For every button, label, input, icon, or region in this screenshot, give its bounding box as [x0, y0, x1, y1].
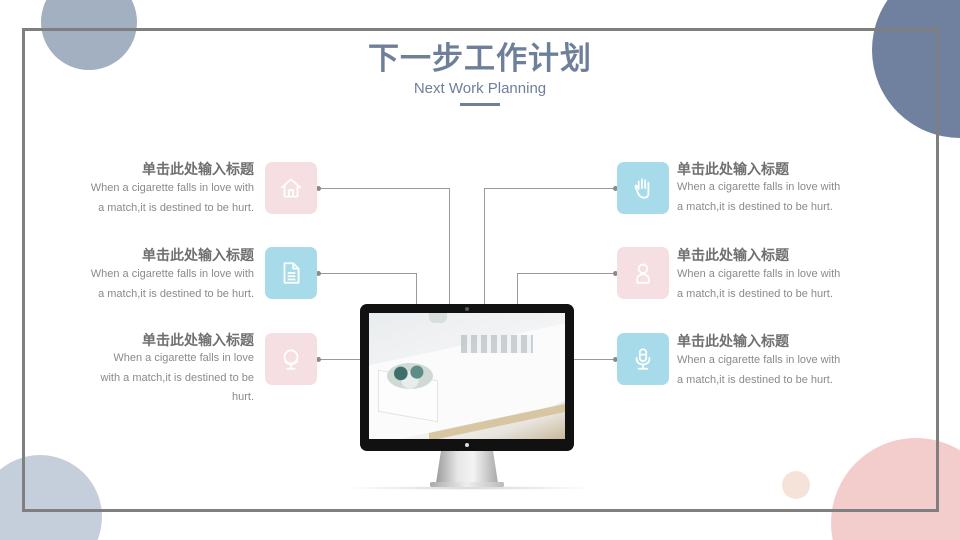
camera-dot: [465, 307, 469, 311]
desc-line: When a cigarette falls in love with: [677, 268, 841, 280]
connector-left-2: [318, 273, 417, 274]
desc-line: a match,it is destined to be hurt.: [98, 287, 254, 300]
item-title[interactable]: 单击此处输入标题: [677, 162, 789, 178]
item-title[interactable]: 单击此处输入标题: [677, 248, 789, 264]
monitor: [360, 304, 574, 451]
photo-flowers: [387, 363, 433, 389]
desc-line: with a match,it is destined to be: [100, 371, 254, 384]
item-title[interactable]: 单击此处输入标题: [142, 248, 254, 264]
connector-left-1: [318, 188, 450, 189]
globe-icon-box: [265, 333, 317, 385]
desc-line: a match,it is destined to be hurt.: [677, 373, 833, 386]
connector-right-2: [517, 273, 616, 274]
connector-dot: [316, 186, 321, 191]
photo-cards: [461, 335, 533, 353]
connector-left-2-vertical: [416, 273, 417, 304]
connector-right-1-vertical: [484, 188, 485, 304]
hand-icon-box: [617, 162, 669, 214]
item-description[interactable]: When a cigarette falls in love with a ma…: [91, 179, 254, 218]
connector-dot: [613, 357, 618, 362]
microphone-icon: [635, 348, 651, 370]
page-subtitle: Next Work Planning: [413, 80, 547, 97]
page-title: 下一步工作计划: [368, 41, 592, 77]
desc-line: When a cigarette falls in love: [113, 352, 254, 364]
item-description[interactable]: When a cigarette falls in love with a ma…: [677, 351, 840, 390]
connector-dot: [316, 357, 321, 362]
connector-right-2-vertical: [517, 273, 518, 304]
connector-dot: [316, 271, 321, 276]
desc-line: When a cigarette falls in love with: [90, 268, 254, 280]
item-description[interactable]: When a cigarette falls in love with a ma…: [677, 178, 840, 217]
user-icon-box: [617, 247, 669, 299]
connector-right-1: [484, 188, 616, 189]
desc-line: a match,it is destined to be hurt.: [98, 201, 254, 214]
item-title[interactable]: 单击此处输入标题: [142, 333, 254, 349]
power-dot: [465, 443, 469, 447]
item-title[interactable]: 单击此处输入标题: [142, 162, 254, 178]
desc-line: a match,it is destined to be hurt.: [677, 200, 833, 213]
item-description[interactable]: When a cigarette falls in love with a ma…: [91, 265, 254, 304]
house-icon-box: [265, 162, 317, 214]
connector-right-3: [574, 359, 616, 360]
desc-line: When a cigarette falls in love with: [677, 354, 841, 366]
item-title[interactable]: 单击此处输入标题: [677, 334, 789, 350]
slide-frame: [22, 28, 939, 512]
desc-line: hurt.: [231, 391, 254, 403]
monitor-screen-image[interactable]: [369, 313, 565, 439]
monitor-shadow: [340, 486, 600, 490]
user-icon: [636, 263, 650, 284]
decor-circle-small-peach: [782, 471, 810, 499]
monitor-stand: [436, 451, 498, 483]
desc-line: When a cigarette falls in love with: [677, 181, 841, 193]
hand-icon: [634, 178, 650, 199]
connector-left-1-vertical: [449, 188, 450, 304]
connector-dot: [613, 271, 618, 276]
photo-cup: [429, 313, 447, 323]
connector-dot: [613, 186, 618, 191]
connector-left-3: [318, 359, 360, 360]
desc-line: a match,it is destined to be hurt.: [677, 287, 833, 300]
globe-icon: [283, 349, 299, 370]
monitor-stand-base: [430, 482, 504, 487]
desc-line: When a cigarette falls in love with: [90, 182, 254, 194]
item-description[interactable]: When a cigarette falls in love with a ma…: [677, 265, 840, 304]
title-underline: [460, 103, 500, 106]
house-icon: [280, 178, 302, 198]
document-icon-box: [265, 247, 317, 299]
item-description[interactable]: When a cigarette falls in love with a ma…: [101, 349, 254, 408]
microphone-icon-box: [617, 333, 669, 385]
document-icon: [283, 262, 300, 284]
